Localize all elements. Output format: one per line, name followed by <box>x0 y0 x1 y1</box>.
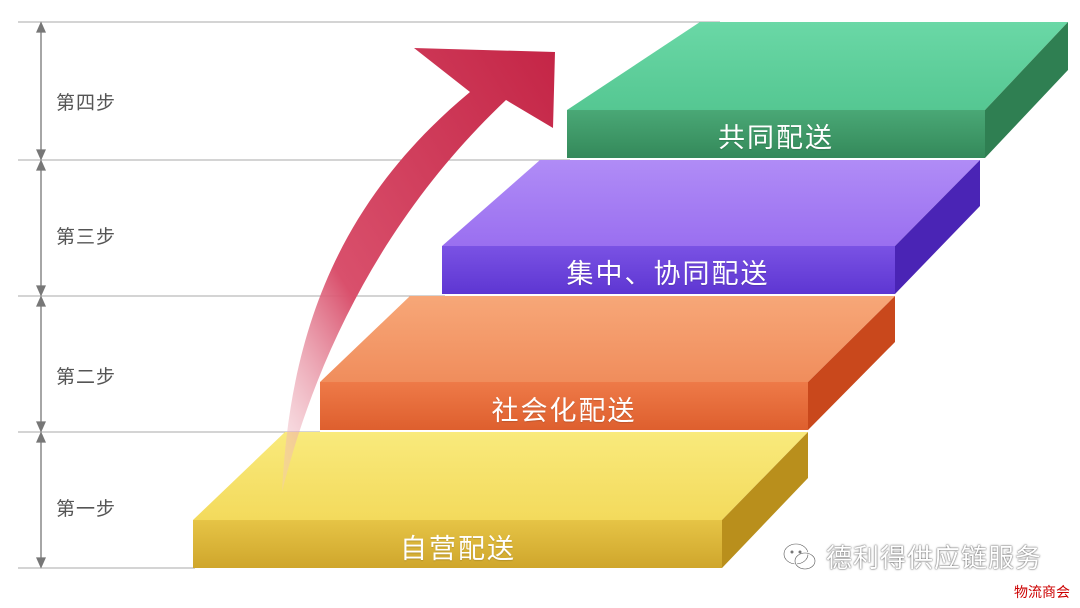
stair-text-4: 共同配送 <box>718 123 834 154</box>
step-label-3: 第三步 <box>56 226 117 248</box>
growth-arrow <box>282 48 555 492</box>
watermark-text: 德利得供应链服务 <box>826 544 1043 574</box>
step-label-1: 第一步 <box>56 498 117 520</box>
stair-step-2 <box>320 296 895 430</box>
watermark: 德利得供应链服务 <box>782 538 1042 575</box>
stair-text-3: 集中、协同配送 <box>566 259 770 290</box>
stair-step-4 <box>567 22 1068 158</box>
wechat-icon <box>782 542 817 570</box>
stair-step-1 <box>193 432 808 568</box>
stair-step-3 <box>442 160 980 294</box>
dimension-arrows <box>35 21 47 569</box>
stair-text-2: 社会化配送 <box>491 396 637 427</box>
guide-lines <box>18 21 720 569</box>
step-label-4: 第四步 <box>56 92 117 114</box>
corner-tag: 物流商会 <box>1014 585 1070 601</box>
stair-text-1: 自营配送 <box>400 534 516 565</box>
step-label-2: 第二步 <box>56 366 117 388</box>
